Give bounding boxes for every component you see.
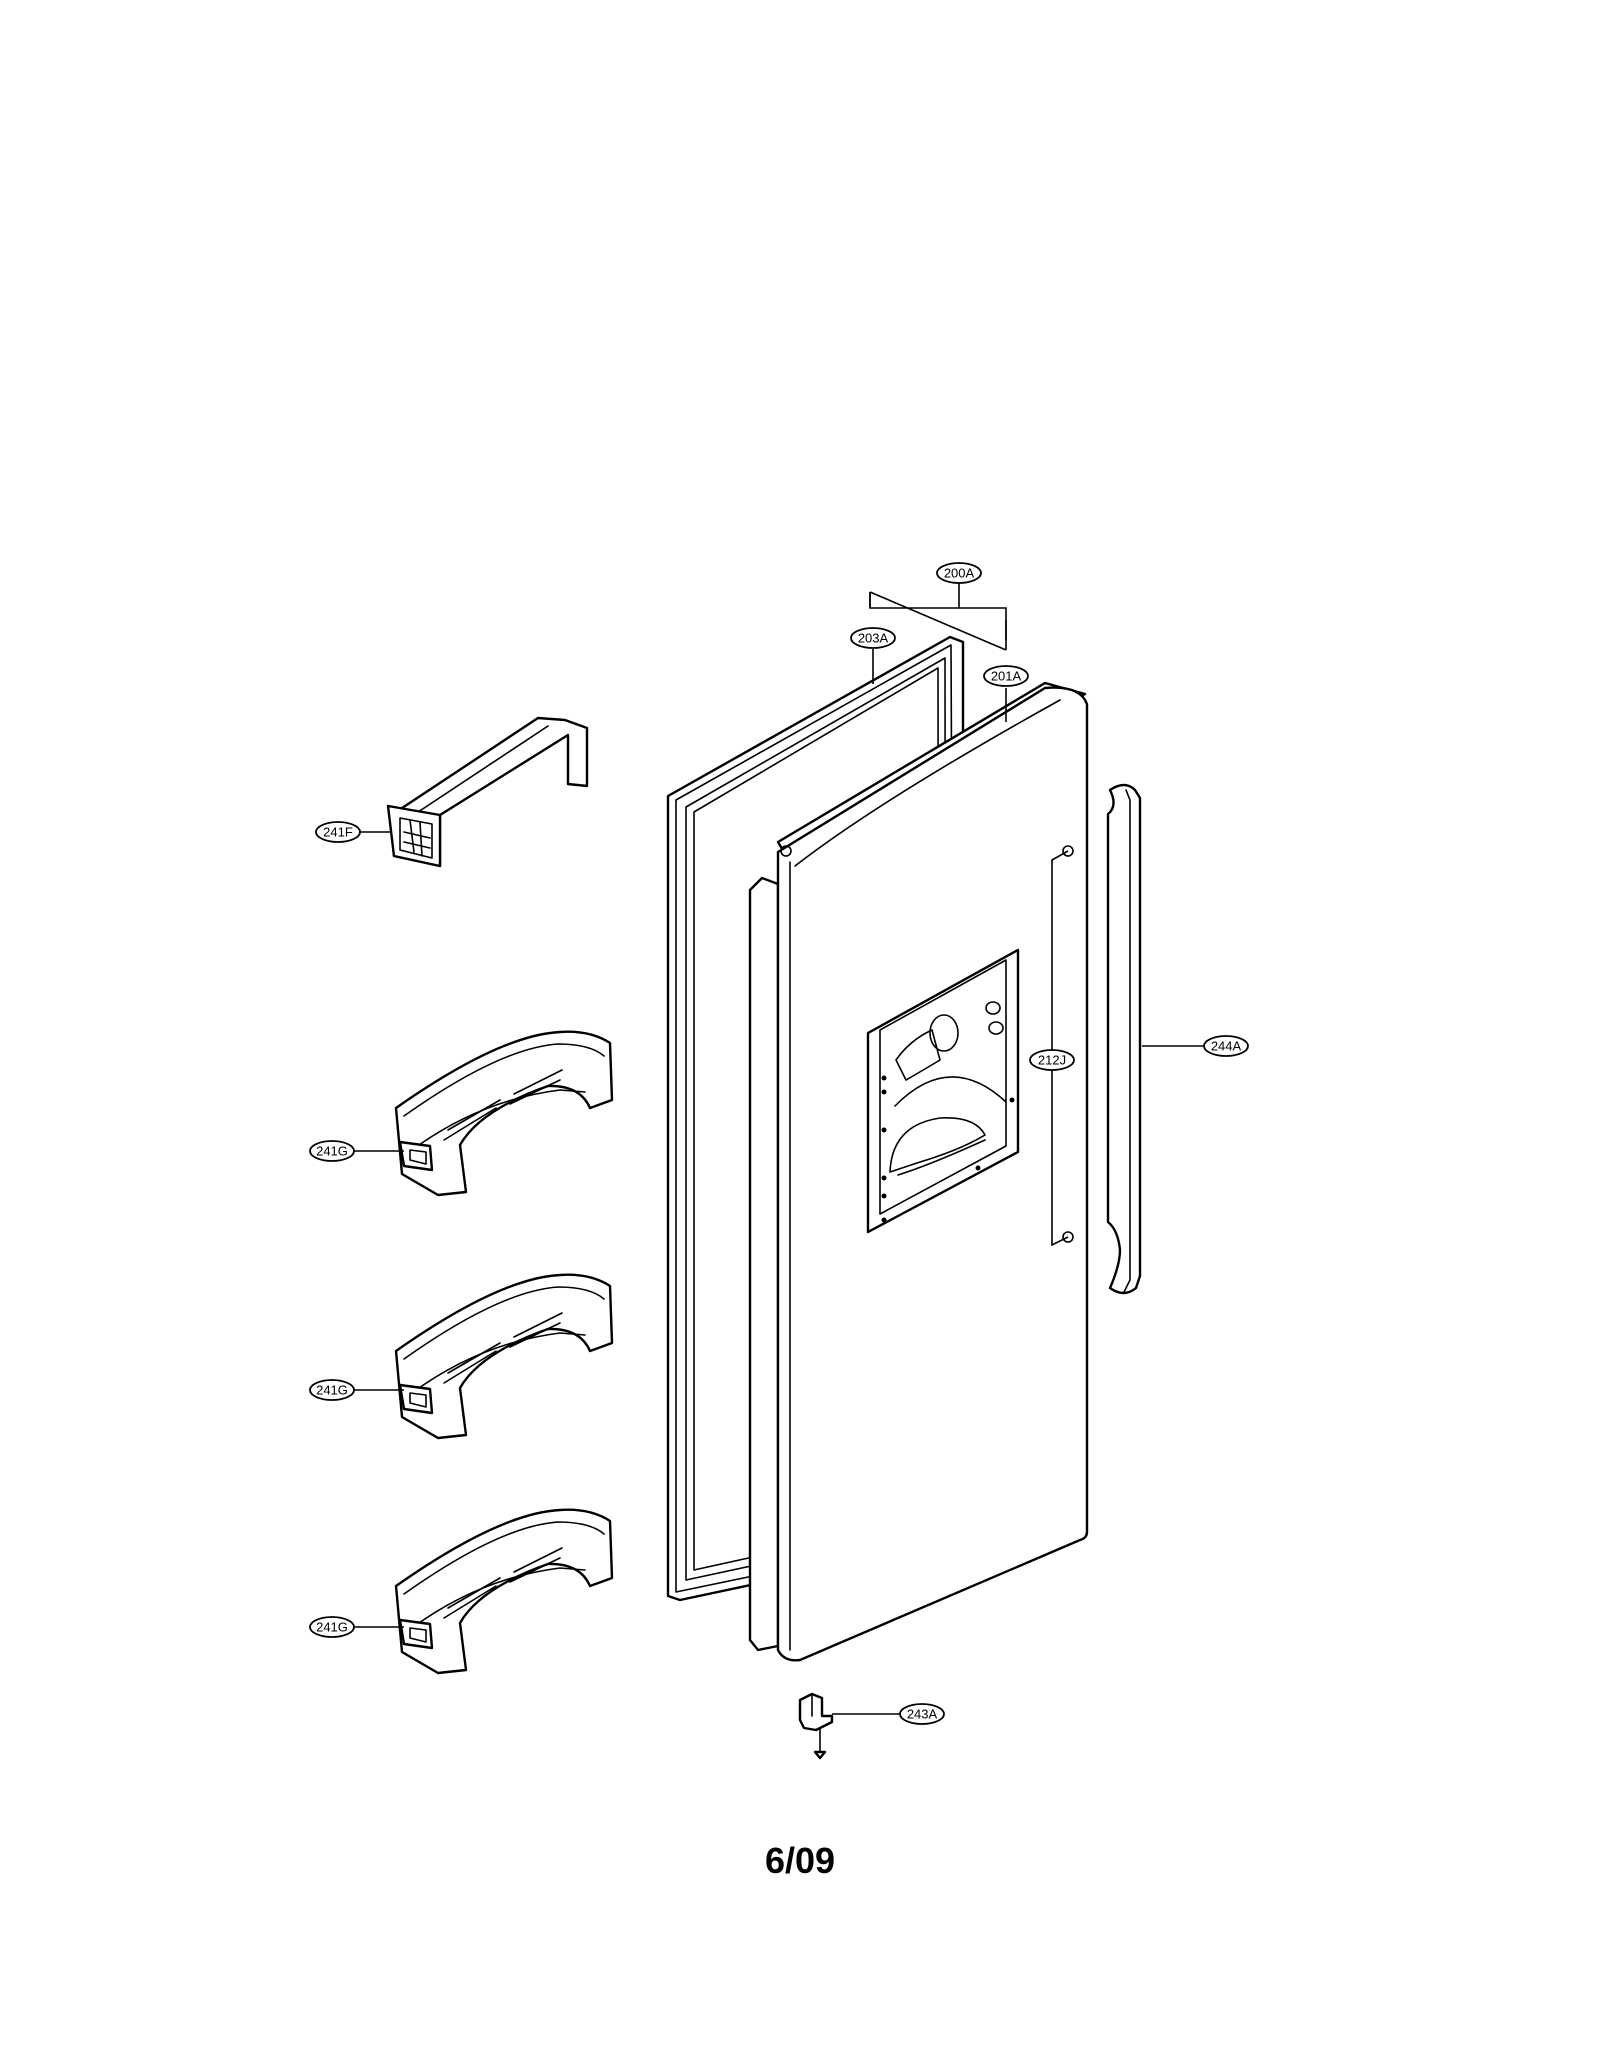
door-handle (1106, 783, 1142, 1295)
callout-200A-label: 200A (944, 565, 975, 580)
callout-241F-label: 241F (323, 824, 353, 839)
dairy-door-bin (386, 716, 589, 868)
callout-203A-label: 203A (858, 630, 889, 645)
door-basket-1 (394, 1030, 614, 1197)
callout-244A: 244A (1203, 1035, 1249, 1057)
callout-244A-label: 244A (1211, 1038, 1242, 1053)
callout-200A: 200A (936, 562, 982, 584)
callout-241F: 241F (315, 821, 361, 843)
callout-241G-2: 241G (309, 1379, 355, 1401)
callout-241G-2-label: 241G (316, 1382, 348, 1397)
callout-212J-label: 212J (1038, 1052, 1066, 1067)
page-number: 6/09 (764, 1840, 836, 1881)
door-basket-2 (394, 1273, 614, 1440)
callout-243A: 243A (899, 1703, 945, 1725)
callout-241G-1: 241G (309, 1140, 355, 1162)
callout-201A: 201A (983, 665, 1029, 687)
callout-241G-3: 241G (309, 1616, 355, 1638)
callout-212J: 212J (1029, 1049, 1075, 1071)
refrigerator-door (748, 681, 1089, 1662)
callout-203A: 203A (850, 627, 896, 649)
callout-201A-label: 201A (991, 668, 1022, 683)
lower-hinge (798, 1692, 834, 1760)
door-basket-3 (394, 1508, 614, 1675)
callout-241G-3-label: 241G (316, 1619, 348, 1634)
callout-241G-1-label: 241G (316, 1143, 348, 1158)
callout-243A-label: 243A (907, 1706, 938, 1721)
